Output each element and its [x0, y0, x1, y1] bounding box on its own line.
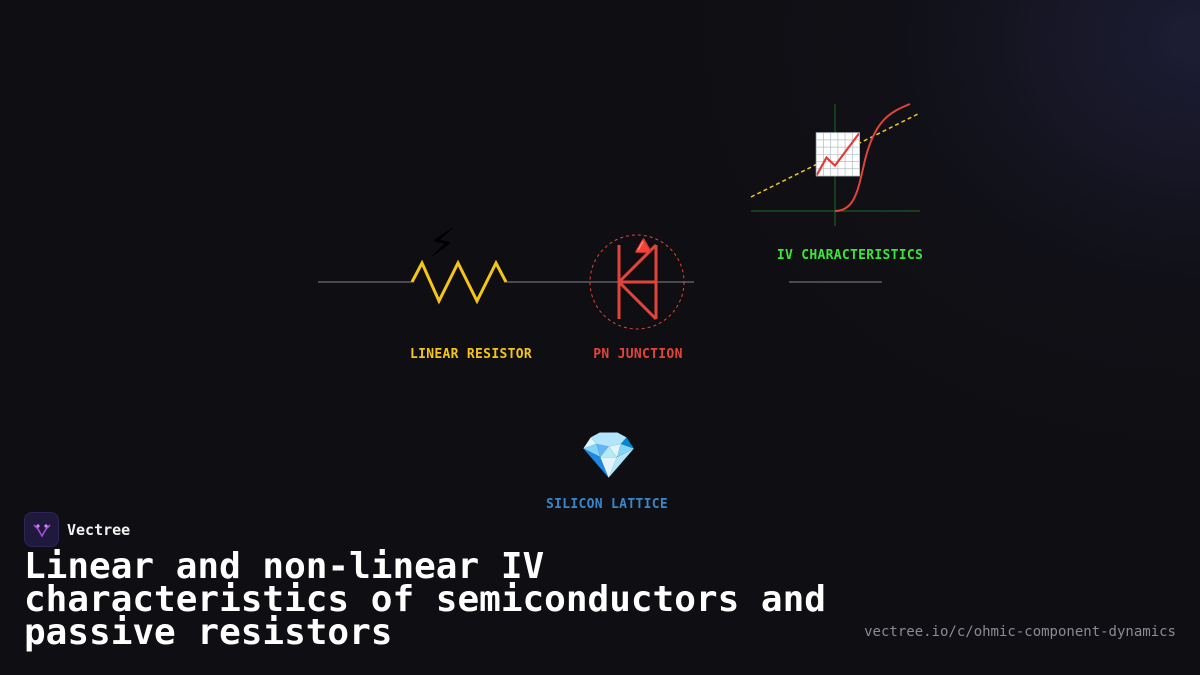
source-url[interactable]: vectree.io/c/ohmic-component-dynamics	[864, 624, 1176, 640]
iv-diode-curve	[834, 103, 911, 212]
brand-name: Vectree	[67, 520, 131, 539]
label-pn-junction: PN JUNCTION	[593, 347, 683, 362]
diode-symbol	[617, 243, 658, 321]
label-silicon-lattice: SILICON LATTICE	[546, 497, 668, 512]
vectree-logo	[24, 512, 59, 547]
iv-linear-line	[750, 112, 921, 198]
lightning-icon: ⚡	[428, 221, 457, 267]
gem-icon: 💎	[580, 428, 638, 482]
warning-triangle-icon: 🔺	[626, 229, 661, 262]
vectree-logo-mark	[32, 523, 51, 538]
label-iv-characteristics: IV CHARACTERISTICS	[776, 248, 924, 263]
iv-graph	[750, 103, 921, 226]
chart-increasing-icon: 📈	[813, 132, 863, 178]
resistor-zigzag	[410, 259, 508, 305]
page-title: Linear and non-linear IV characteristics…	[24, 546, 826, 653]
pn-junction-boundary	[589, 234, 685, 330]
brand: Vectree	[24, 512, 130, 547]
label-linear-resistor: LINEAR RESISTOR	[410, 347, 532, 362]
